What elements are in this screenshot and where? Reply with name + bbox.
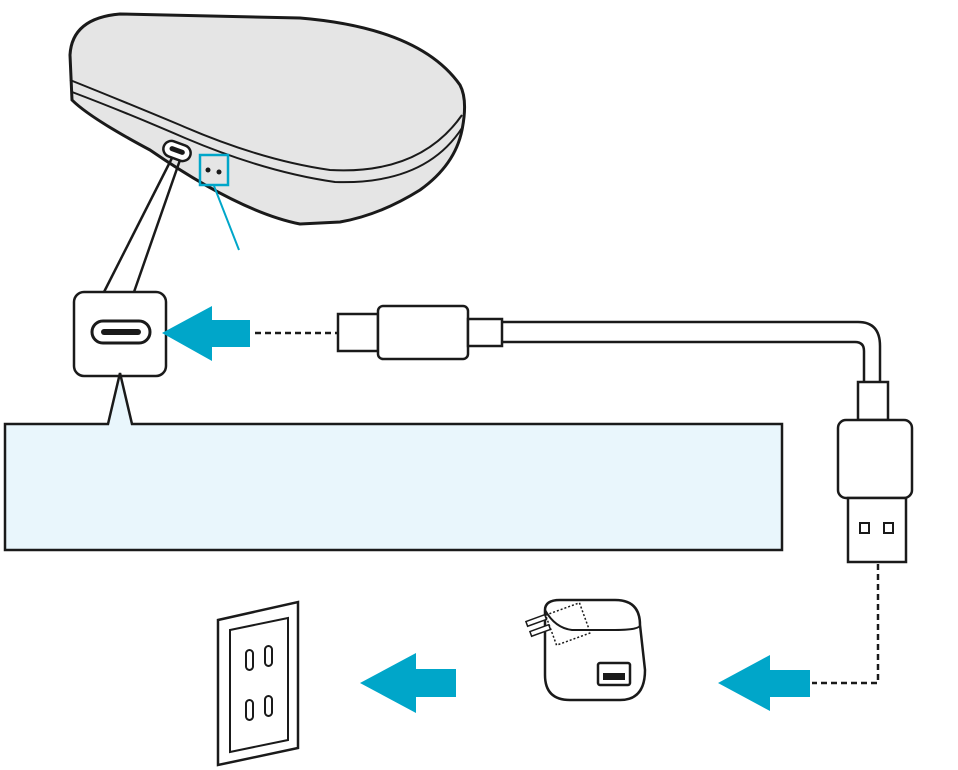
- wall-outlet-icon: [216, 600, 300, 767]
- usb-power-adapter-icon: [524, 598, 647, 702]
- arrow-to-outlet: [360, 653, 456, 713]
- usb-c-cable: [336, 304, 882, 382]
- arrow-to-adapter: [718, 655, 810, 711]
- connection-dash-2: [812, 564, 880, 685]
- battery-pack-icon: [68, 12, 467, 251]
- callout-box: [3, 372, 784, 552]
- usb-c-port-icon: [72, 290, 168, 378]
- zoom-lines: [102, 157, 182, 293]
- arrow-to-port: [162, 306, 250, 361]
- usb-a-plug: [836, 380, 914, 564]
